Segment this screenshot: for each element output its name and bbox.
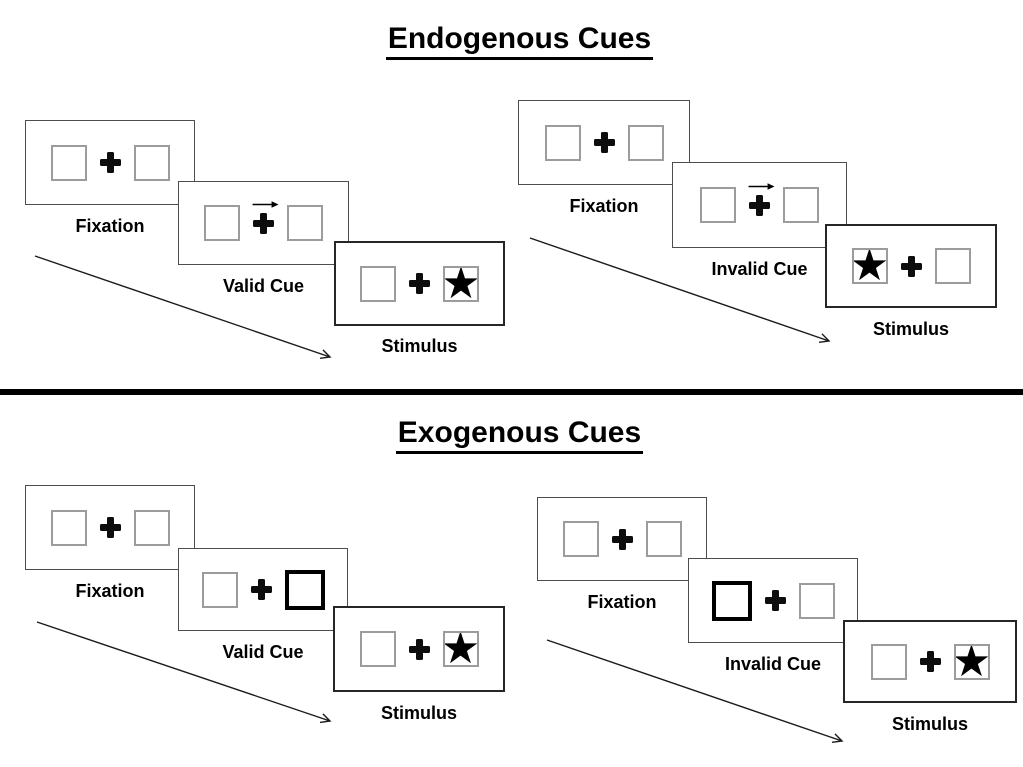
fixation-cross-icon: [748, 182, 775, 216]
frame-label: Invalid Cue: [711, 259, 808, 279]
stimulus-frame: ★: [843, 620, 1017, 703]
sequence-arrow-icon: [34, 255, 330, 357]
left-placeholder-box: [562, 521, 599, 557]
left-placeholder-box: [544, 124, 581, 161]
star-target-box: ★: [442, 631, 479, 667]
left-placeholder-box: [700, 187, 736, 223]
frame-label: Fixation: [75, 581, 145, 601]
fixation-cross-icon: [99, 517, 121, 538]
sequence-arrow-icon: [36, 621, 330, 721]
left-placeholder-box: [201, 571, 238, 608]
star-icon: ★: [953, 643, 990, 680]
frame-label: Fixation: [75, 216, 145, 236]
left-placeholder-box: [50, 509, 87, 546]
fixation-cross-icon: [408, 638, 430, 660]
right-placeholder-box: [798, 582, 835, 619]
star-target-box: ★: [443, 265, 479, 302]
left-placeholder-box: [360, 265, 396, 302]
fixation-cross-icon: [99, 152, 121, 173]
section-title-exogenous: Exogenous Cues: [0, 416, 1023, 454]
valid-cue-frame: [178, 548, 348, 631]
fixation-frame: [25, 120, 195, 205]
cued-highlight-box: [284, 569, 325, 610]
stimulus-frame: ★: [333, 606, 505, 692]
cue-arrow-icon: [252, 200, 279, 208]
frame-label: Stimulus: [891, 714, 968, 734]
frame-label: Valid Cue: [222, 276, 305, 296]
frame-label: Fixation: [569, 196, 639, 216]
star-icon: ★: [443, 265, 479, 302]
fixation-cross-icon: [764, 590, 786, 611]
star-icon: ★: [851, 248, 888, 284]
right-placeholder-box: [133, 144, 170, 181]
frame-label: Stimulus: [380, 703, 457, 723]
right-placeholder-box: [133, 509, 170, 546]
fixation-cross-icon: [593, 132, 615, 153]
star-target-box: ★: [953, 643, 990, 680]
star-icon: ★: [442, 631, 479, 667]
fixation-frame: [25, 485, 195, 570]
fixation-cross-icon: [250, 579, 272, 600]
stimulus-frame: ★: [825, 224, 997, 308]
left-placeholder-box: [50, 144, 87, 181]
fixation-cross-icon: [900, 255, 922, 277]
stimulus-frame: ★: [334, 241, 505, 326]
right-placeholder-box: [627, 124, 664, 161]
fixation-cross-icon: [611, 528, 633, 550]
left-placeholder-box: [204, 205, 240, 241]
invalid-cue-frame: [672, 162, 847, 248]
section-title-endogenous-text: Endogenous Cues: [385, 22, 654, 60]
cue-arrow-icon: [748, 182, 775, 190]
sequence-arrow-icon: [529, 237, 829, 341]
fixation-frame: [537, 497, 707, 581]
section-divider: [0, 389, 1023, 395]
left-placeholder-box: [359, 631, 396, 667]
right-placeholder-box: [934, 248, 971, 284]
fixation-cross-icon: [252, 200, 279, 234]
frame-label: Stimulus: [381, 336, 458, 356]
star-target-box: ★: [851, 248, 888, 284]
valid-cue-frame: [178, 181, 349, 265]
right-placeholder-box: [645, 521, 682, 557]
cued-highlight-box: [711, 580, 752, 621]
frame-label: Valid Cue: [222, 642, 304, 662]
frame-label: Invalid Cue: [724, 654, 822, 674]
frame-label: Fixation: [587, 592, 657, 612]
fixation-cross-icon: [919, 651, 941, 672]
right-placeholder-box: [783, 187, 819, 223]
fixation-cross-icon: [409, 273, 430, 294]
left-placeholder-box: [870, 643, 907, 680]
section-title-exogenous-text: Exogenous Cues: [395, 416, 644, 454]
frame-label: Stimulus: [872, 319, 949, 339]
right-placeholder-box: [287, 205, 323, 241]
invalid-cue-frame: [688, 558, 858, 643]
section-title-endogenous: Endogenous Cues: [0, 22, 1023, 60]
fixation-frame: [518, 100, 690, 185]
